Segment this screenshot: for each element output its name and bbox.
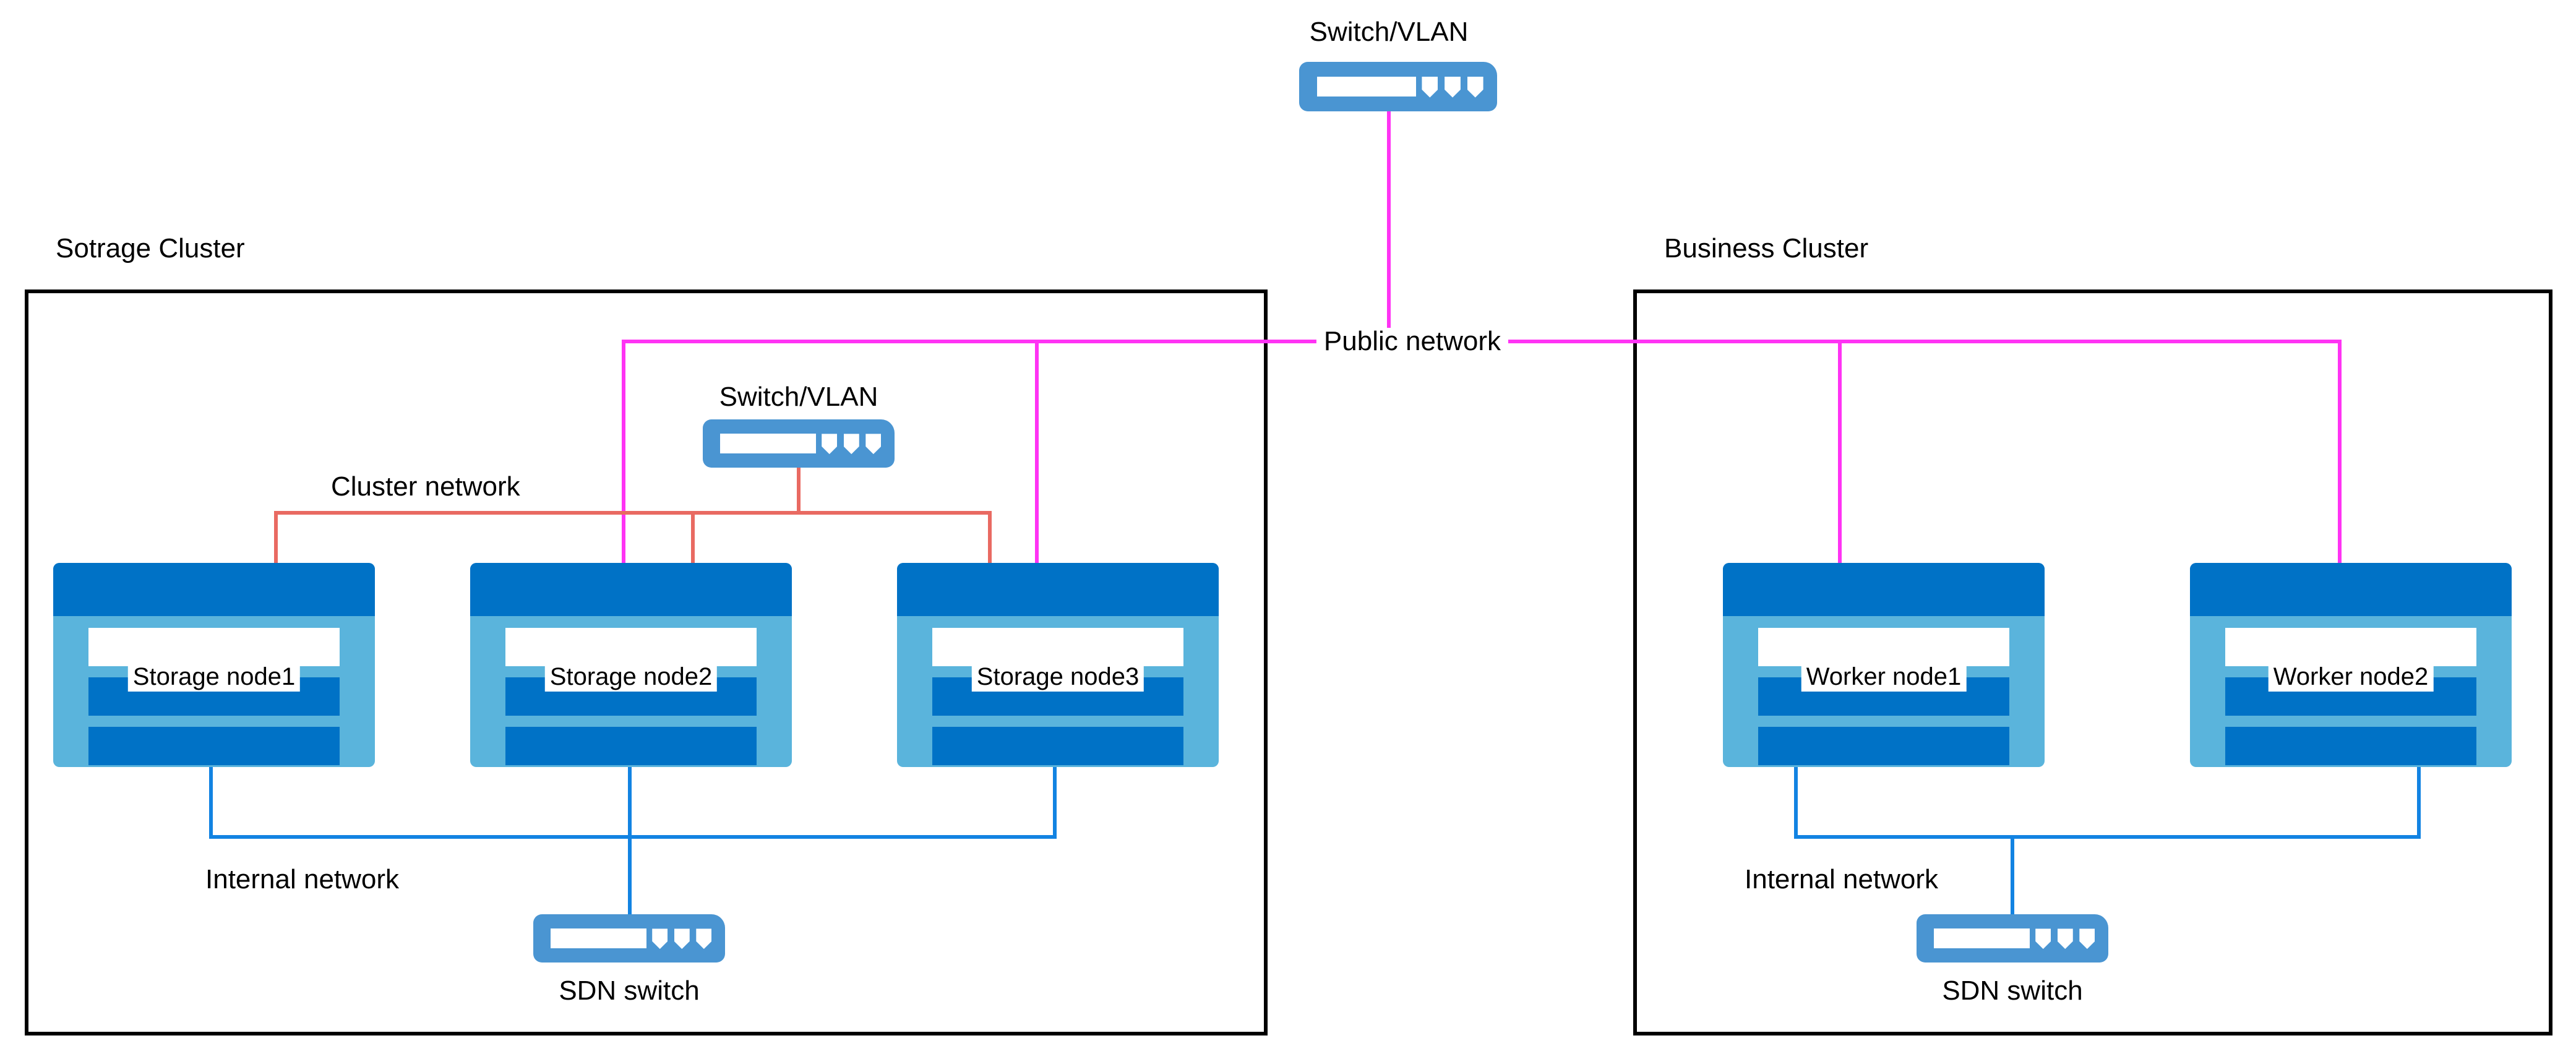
storage-sdn-switch-icon[interactable] [533,914,725,963]
switch-port-1 [652,928,668,950]
node-header [897,563,1219,616]
switch-port-2 [1445,77,1461,98]
switch-port-2 [843,434,859,455]
storage-node-2[interactable]: Storage node2 [470,563,792,767]
node-drive-slot [505,628,757,666]
cluster-network-link-storage-node1 [274,511,278,570]
cluster-network-link-switch [797,466,801,515]
node-header [1723,563,2045,616]
worker-node-2-label: Worker node2 [2268,662,2434,692]
storage-node-2-label: Storage node2 [544,662,718,692]
switch-port-1 [1422,77,1438,98]
switch-port-3 [865,434,882,455]
switch-port-3 [1467,77,1483,98]
cluster-network-bus [274,511,992,515]
public-network-link-storage-node2 [622,340,625,570]
storage-node-3-label: Storage node3 [971,662,1144,692]
business-sdn-switch-icon[interactable] [1917,914,2108,963]
node-bay-2 [88,727,340,765]
internal-network-label-storage: Internal network [205,864,400,894]
node-bay-2 [505,727,757,765]
switch-screen [550,928,646,948]
top-switch-label: Switch/VLAN [1309,17,1469,47]
business-cluster-container [1633,289,2552,1035]
storage-switch-label: Switch/VLAN [719,382,878,412]
switch-ports [2035,928,2095,950]
switch-screen [1316,77,1416,96]
storage-switch-icon[interactable] [703,419,895,468]
business-cluster-title: Business Cluster [1664,233,1869,264]
node-bay-2 [2225,727,2476,765]
node-drive-slot [2225,628,2476,666]
storage-cluster-title: Sotrage Cluster [56,233,245,264]
cluster-network-link-storage-node3 [988,511,992,570]
storage-node-1-label: Storage node1 [127,662,301,692]
node-drive-slot [1758,628,2009,666]
internal-network-link-storage-node2 [628,767,632,915]
node-bay-2 [1758,727,2009,765]
node-drive-slot [88,628,340,666]
node-header [2190,563,2512,616]
internal-network-link-worker-node2 [2417,767,2421,839]
node-header [53,563,375,616]
internal-network-bus-storage [209,835,1057,839]
switch-port-2 [674,928,690,950]
cluster-network-label: Cluster network [331,471,520,502]
internal-network-link-business-sdn [2011,835,2014,917]
public-network-link-worker-node2 [2338,340,2342,570]
node-header [470,563,792,616]
worker-node-1[interactable]: Worker node1 [1723,563,2045,767]
storage-sdn-switch-label: SDN switch [559,975,700,1006]
public-network-label: Public network [1316,328,1509,355]
node-drive-slot [932,628,1183,666]
switch-port-2 [2057,928,2073,950]
business-sdn-switch-label: SDN switch [1942,975,2083,1006]
switch-port-1 [822,434,838,455]
worker-node-2[interactable]: Worker node2 [2190,563,2512,767]
storage-node-3[interactable]: Storage node3 [897,563,1219,767]
switch-ports [822,434,882,455]
switch-port-3 [2079,928,2095,950]
switch-screen [1933,928,2030,948]
internal-network-link-storage-node1 [209,767,213,839]
public-network-link-worker-node1 [1838,340,1842,570]
switch-ports [1422,77,1483,98]
internal-network-link-worker-node1 [1794,767,1798,839]
worker-node-1-label: Worker node1 [1801,662,1967,692]
internal-network-label-business: Internal network [1745,864,1939,894]
switch-port-3 [696,928,712,950]
node-bay-2 [932,727,1183,765]
switch-ports [652,928,712,950]
storage-node-1[interactable]: Storage node1 [53,563,375,767]
switch-port-1 [2035,928,2051,950]
top-switch-icon[interactable] [1299,62,1497,111]
storage-cluster-container [25,289,1268,1035]
public-network-link-storage-node3 [1035,340,1039,570]
internal-network-bus-business [1794,835,2421,839]
internal-network-link-storage-node3 [1053,767,1057,839]
public-network-link-top-switch [1387,110,1391,341]
switch-screen [719,434,816,453]
cluster-network-link-storage-node2 [691,511,695,570]
